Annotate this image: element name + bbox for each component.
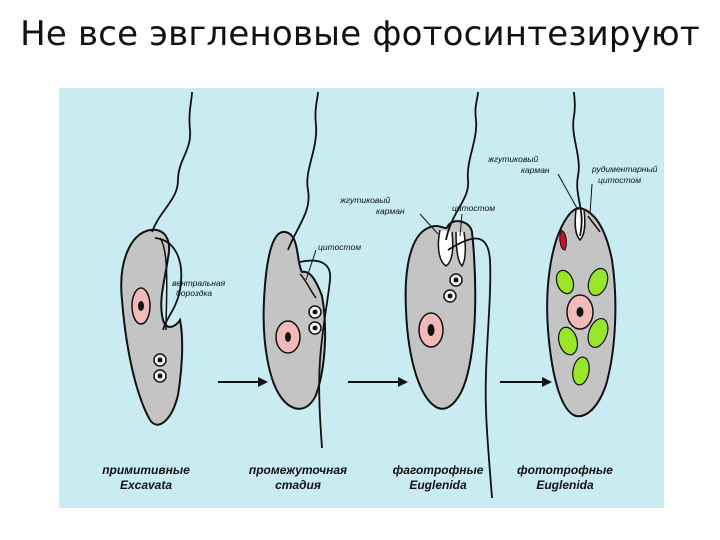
label-rudimentary-1: рудиментарный	[591, 164, 658, 174]
leader-line	[459, 213, 463, 237]
basal-body-core	[312, 309, 318, 315]
cell-primitive-excavata: вентральная бороздка	[120, 91, 226, 426]
flagellum-short	[299, 259, 331, 449]
flagellum-long	[151, 91, 193, 233]
label-flag-pocket-b-1: жгутиковый	[487, 154, 539, 164]
basal-body-core	[157, 373, 163, 379]
basal-body-core	[453, 277, 459, 283]
arrow-1	[218, 377, 268, 387]
label-cytostome-b: цитостом	[452, 203, 495, 213]
nucleolus	[138, 301, 144, 311]
basal-body-core	[312, 325, 318, 331]
caption-2-line1: промежуточная	[249, 463, 347, 477]
caption-1-line2: Excavata	[120, 478, 172, 492]
leader-line	[589, 183, 593, 215]
caption-1-line1: примитивные	[102, 463, 190, 477]
chloroplast	[572, 356, 590, 386]
chloroplast	[555, 269, 575, 295]
label-ventral-groove-1: вентральная	[172, 278, 226, 288]
flagellum-long	[287, 91, 319, 251]
cytostome-groove	[299, 273, 317, 299]
caption-2-line2: стадия	[275, 478, 321, 492]
cell-body	[262, 230, 327, 410]
caption-3-line1: фаготрофные	[393, 463, 484, 477]
label-flag-pocket-a-2: карман	[376, 206, 405, 216]
basal-body-core	[447, 293, 453, 299]
cell-body	[120, 228, 184, 426]
flagellum-short	[154, 237, 183, 331]
flagellum	[572, 91, 583, 237]
caption-4-line2: Euglenida	[536, 478, 594, 492]
label-cytostome-a: цитостом	[318, 242, 361, 252]
label-flag-pocket-b-2: карман	[521, 165, 550, 175]
caption-3-line2: Euglenida	[409, 478, 467, 492]
nucleolus	[427, 324, 435, 336]
chloroplast	[587, 317, 609, 349]
cell-intermediate-stage: цитостом	[262, 91, 361, 449]
cell-phagotrophic-euglenida: жгутиковый карман цитостом	[339, 91, 495, 499]
leader-line	[419, 213, 439, 235]
nucleolus	[576, 307, 584, 317]
rudimentary-cytostome	[587, 215, 601, 233]
arrow-3	[500, 377, 552, 387]
flagellum-long	[445, 91, 479, 241]
flagellum-trailing	[447, 237, 493, 499]
slide-title: Не все эвгленовые фотосинтезируют	[20, 14, 700, 54]
nucleolus	[285, 332, 291, 342]
label-flag-pocket-a-1: жгутиковый	[339, 195, 391, 205]
leader-line	[557, 173, 579, 211]
leader-line	[305, 249, 317, 281]
chloroplast	[557, 326, 579, 356]
arrow-2	[348, 377, 408, 387]
cytostome	[455, 231, 467, 268]
cell-body	[404, 220, 477, 410]
caption-4-line1: фототрофные	[517, 463, 613, 477]
chloroplast	[587, 267, 609, 297]
label-rudimentary-2: цитостом	[598, 175, 641, 185]
captions: примитивные Excavata промежуточная стади…	[102, 463, 613, 492]
eyespot	[559, 229, 567, 251]
cell-phototrophic-euglenida: жгутиковый карман рудиментарный цитостом	[487, 91, 658, 418]
basal-body-core	[157, 357, 163, 363]
label-ventral-groove-2: бороздка	[176, 288, 212, 298]
